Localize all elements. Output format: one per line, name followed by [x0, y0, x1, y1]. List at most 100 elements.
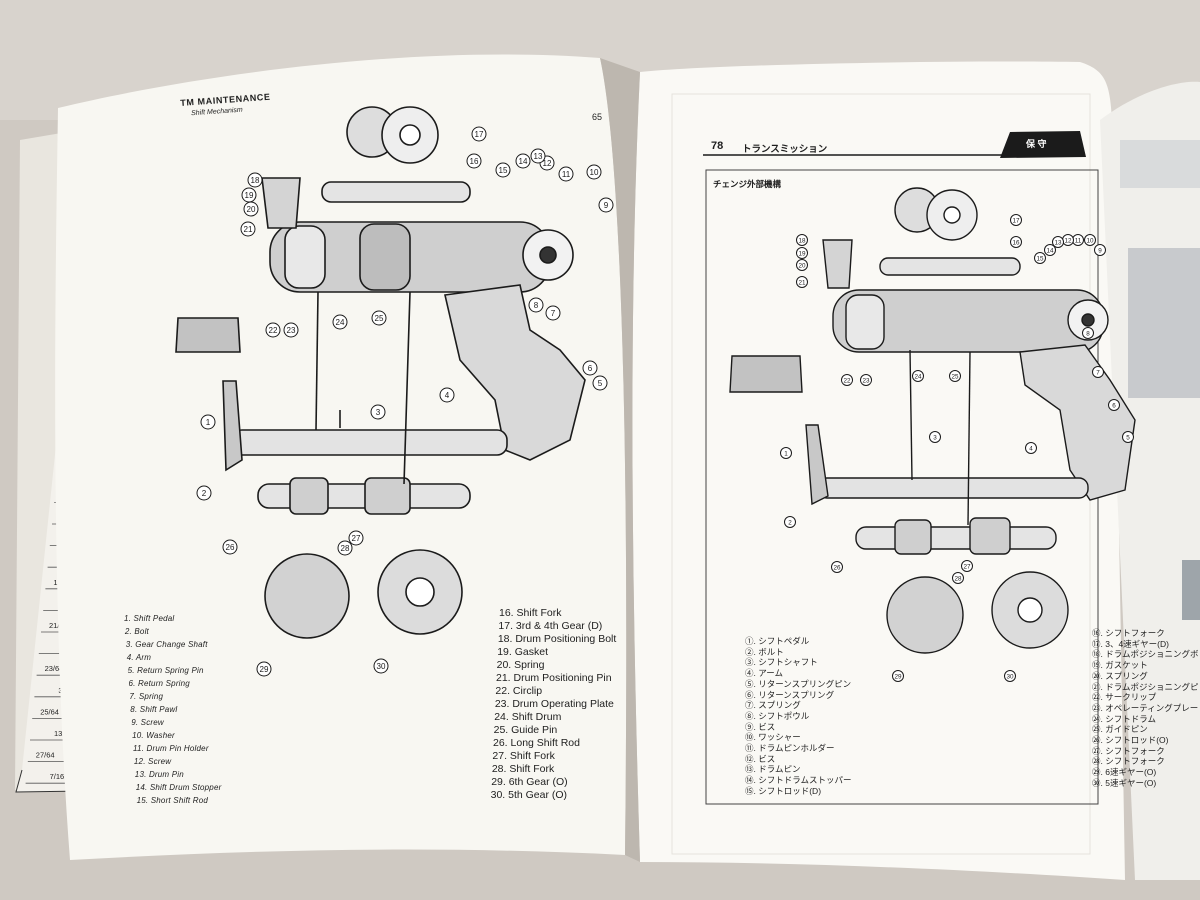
6th-gear: [264, 553, 350, 639]
parts-list-item: 6. Return Spring: [128, 679, 190, 688]
callout-2: 2: [784, 516, 796, 528]
callout-10: 10: [1084, 234, 1096, 246]
callout-5: 5: [1122, 431, 1134, 443]
callout-26: 26: [222, 539, 238, 555]
callout-29: 29: [892, 670, 904, 682]
callout-16: 16: [466, 153, 482, 169]
callout-24: 24: [332, 314, 348, 330]
svg-text:26: 26: [226, 543, 235, 552]
svg-text:15: 15: [499, 166, 508, 175]
drum-positioning-bolt: [261, 177, 301, 229]
svg-text:18: 18: [798, 237, 806, 244]
ruler-label: 23/64: [45, 664, 64, 673]
callout-7: 7: [1092, 366, 1104, 378]
svg-text:22: 22: [843, 377, 851, 384]
svg-text:14: 14: [519, 157, 528, 166]
svg-text:12: 12: [543, 159, 552, 168]
callout-9: 9: [598, 197, 614, 213]
parts-list-item: ⑮. シフトロッド(D): [745, 785, 822, 796]
parts-list-item: ⑰. 3、4速ギヤー(D): [1092, 638, 1169, 649]
shift-mechanism-diagram-left: [175, 106, 586, 639]
callout-15: 15: [1034, 252, 1046, 264]
callout-6: 6: [1108, 399, 1120, 411]
svg-text:6: 6: [1112, 402, 1116, 409]
ruler-label: 7/16: [50, 772, 65, 781]
svg-text:19: 19: [245, 191, 254, 200]
callout-26: 26: [831, 561, 843, 573]
callout-23: 23: [860, 374, 872, 386]
callout-3: 3: [370, 404, 386, 420]
parts-list-item: ⑥. リターンスプリング: [745, 689, 835, 700]
parts-list-item: 17. 3rd & 4th Gear (D): [498, 620, 603, 632]
parts-list-item: ⑨. ビス: [745, 721, 776, 732]
svg-text:1: 1: [784, 450, 788, 457]
parts-list-item: ㉒. サークリップ: [1092, 692, 1157, 703]
svg-text:28: 28: [341, 544, 350, 553]
short-shift-rod: [321, 181, 471, 203]
parts-list-item: 30. 5th Gear (O): [490, 789, 568, 801]
parts-list-item: 25. Guide Pin: [493, 724, 558, 736]
callout-7: 7: [545, 305, 561, 321]
callout-10: 10: [586, 164, 602, 180]
callout-21: 21: [240, 221, 256, 237]
callout-22: 22: [265, 322, 281, 338]
svg-text:24: 24: [336, 318, 345, 327]
svg-text:20: 20: [247, 205, 256, 214]
callout-11: 11: [558, 166, 574, 182]
callout-11: 11: [1072, 234, 1084, 246]
svg-text:17: 17: [1012, 217, 1020, 224]
parts-list-item: 14. Shift Drum Stopper: [135, 783, 222, 792]
svg-text:17: 17: [475, 130, 484, 139]
parts-list-item: 8. Shift Pawl: [130, 705, 178, 714]
svg-text:23: 23: [287, 326, 296, 335]
svg-text:27: 27: [963, 563, 971, 570]
svg-text:21: 21: [244, 225, 253, 234]
parts-list-item: ⑦. スプリング: [745, 700, 801, 711]
svg-text:14: 14: [1046, 247, 1054, 254]
parts-list-item: ④. アーム: [745, 668, 783, 679]
parts-list-item: 23. Drum Operating Plate: [494, 698, 614, 710]
callout-1: 1: [780, 447, 792, 459]
svg-text:16: 16: [470, 157, 479, 166]
parts-list-item: ㉖. シフトロッド(O): [1092, 735, 1169, 746]
callout-22: 22: [841, 374, 853, 386]
callout-25: 25: [371, 310, 387, 326]
parts-list-item: ⑳. スプリング: [1092, 670, 1148, 681]
svg-text:29: 29: [260, 665, 269, 674]
svg-text:4: 4: [445, 391, 450, 400]
svg-text:19: 19: [798, 250, 806, 257]
left-page-number: 65: [592, 112, 603, 122]
svg-text:15: 15: [1036, 255, 1044, 262]
parts-list-item: 28. Shift Fork: [491, 763, 555, 775]
svg-text:4: 4: [1029, 445, 1033, 452]
parts-list-item: ㉚. 5速ギヤー(O): [1092, 777, 1157, 788]
callout-30: 30: [373, 658, 389, 674]
parts-list-item: 15. Short Shift Rod: [136, 796, 208, 805]
callout-28: 28: [952, 572, 964, 584]
svg-text:1: 1: [206, 418, 211, 427]
parts-list-item: 7. Spring: [129, 692, 164, 701]
callout-24: 24: [912, 370, 924, 382]
parts-list-item: 11. Drum Pin Holder: [133, 744, 209, 753]
callout-17: 17: [1010, 214, 1022, 226]
callout-1: 1: [200, 414, 216, 430]
svg-text:18: 18: [251, 176, 260, 185]
parts-list-item: 4. Arm: [126, 653, 152, 662]
callout-12: 12: [1062, 234, 1074, 246]
parts-list-item: ㉗. シフトフォーク: [1092, 745, 1165, 756]
parts-list-item: 12. Screw: [133, 757, 172, 766]
parts-list-item: ㉓. オペレーティングプレー: [1092, 702, 1199, 713]
callout-27: 27: [348, 530, 364, 546]
parts-list-item: ⑭. シフトドラムストッパー: [745, 775, 852, 786]
parts-list-item: 13. Drum Pin: [134, 770, 184, 779]
callout-4: 4: [1025, 442, 1037, 454]
parts-list-item: 3. Gear Change Shaft: [125, 640, 208, 649]
parts-list-item: ②. ボルト: [745, 646, 784, 657]
callout-6: 6: [582, 360, 598, 376]
svg-text:21: 21: [798, 279, 806, 286]
parts-list-item: 16. Shift Fork: [499, 607, 562, 619]
parts-list-item: ⑲. ガスケット: [1092, 660, 1148, 671]
svg-text:25: 25: [375, 314, 384, 323]
